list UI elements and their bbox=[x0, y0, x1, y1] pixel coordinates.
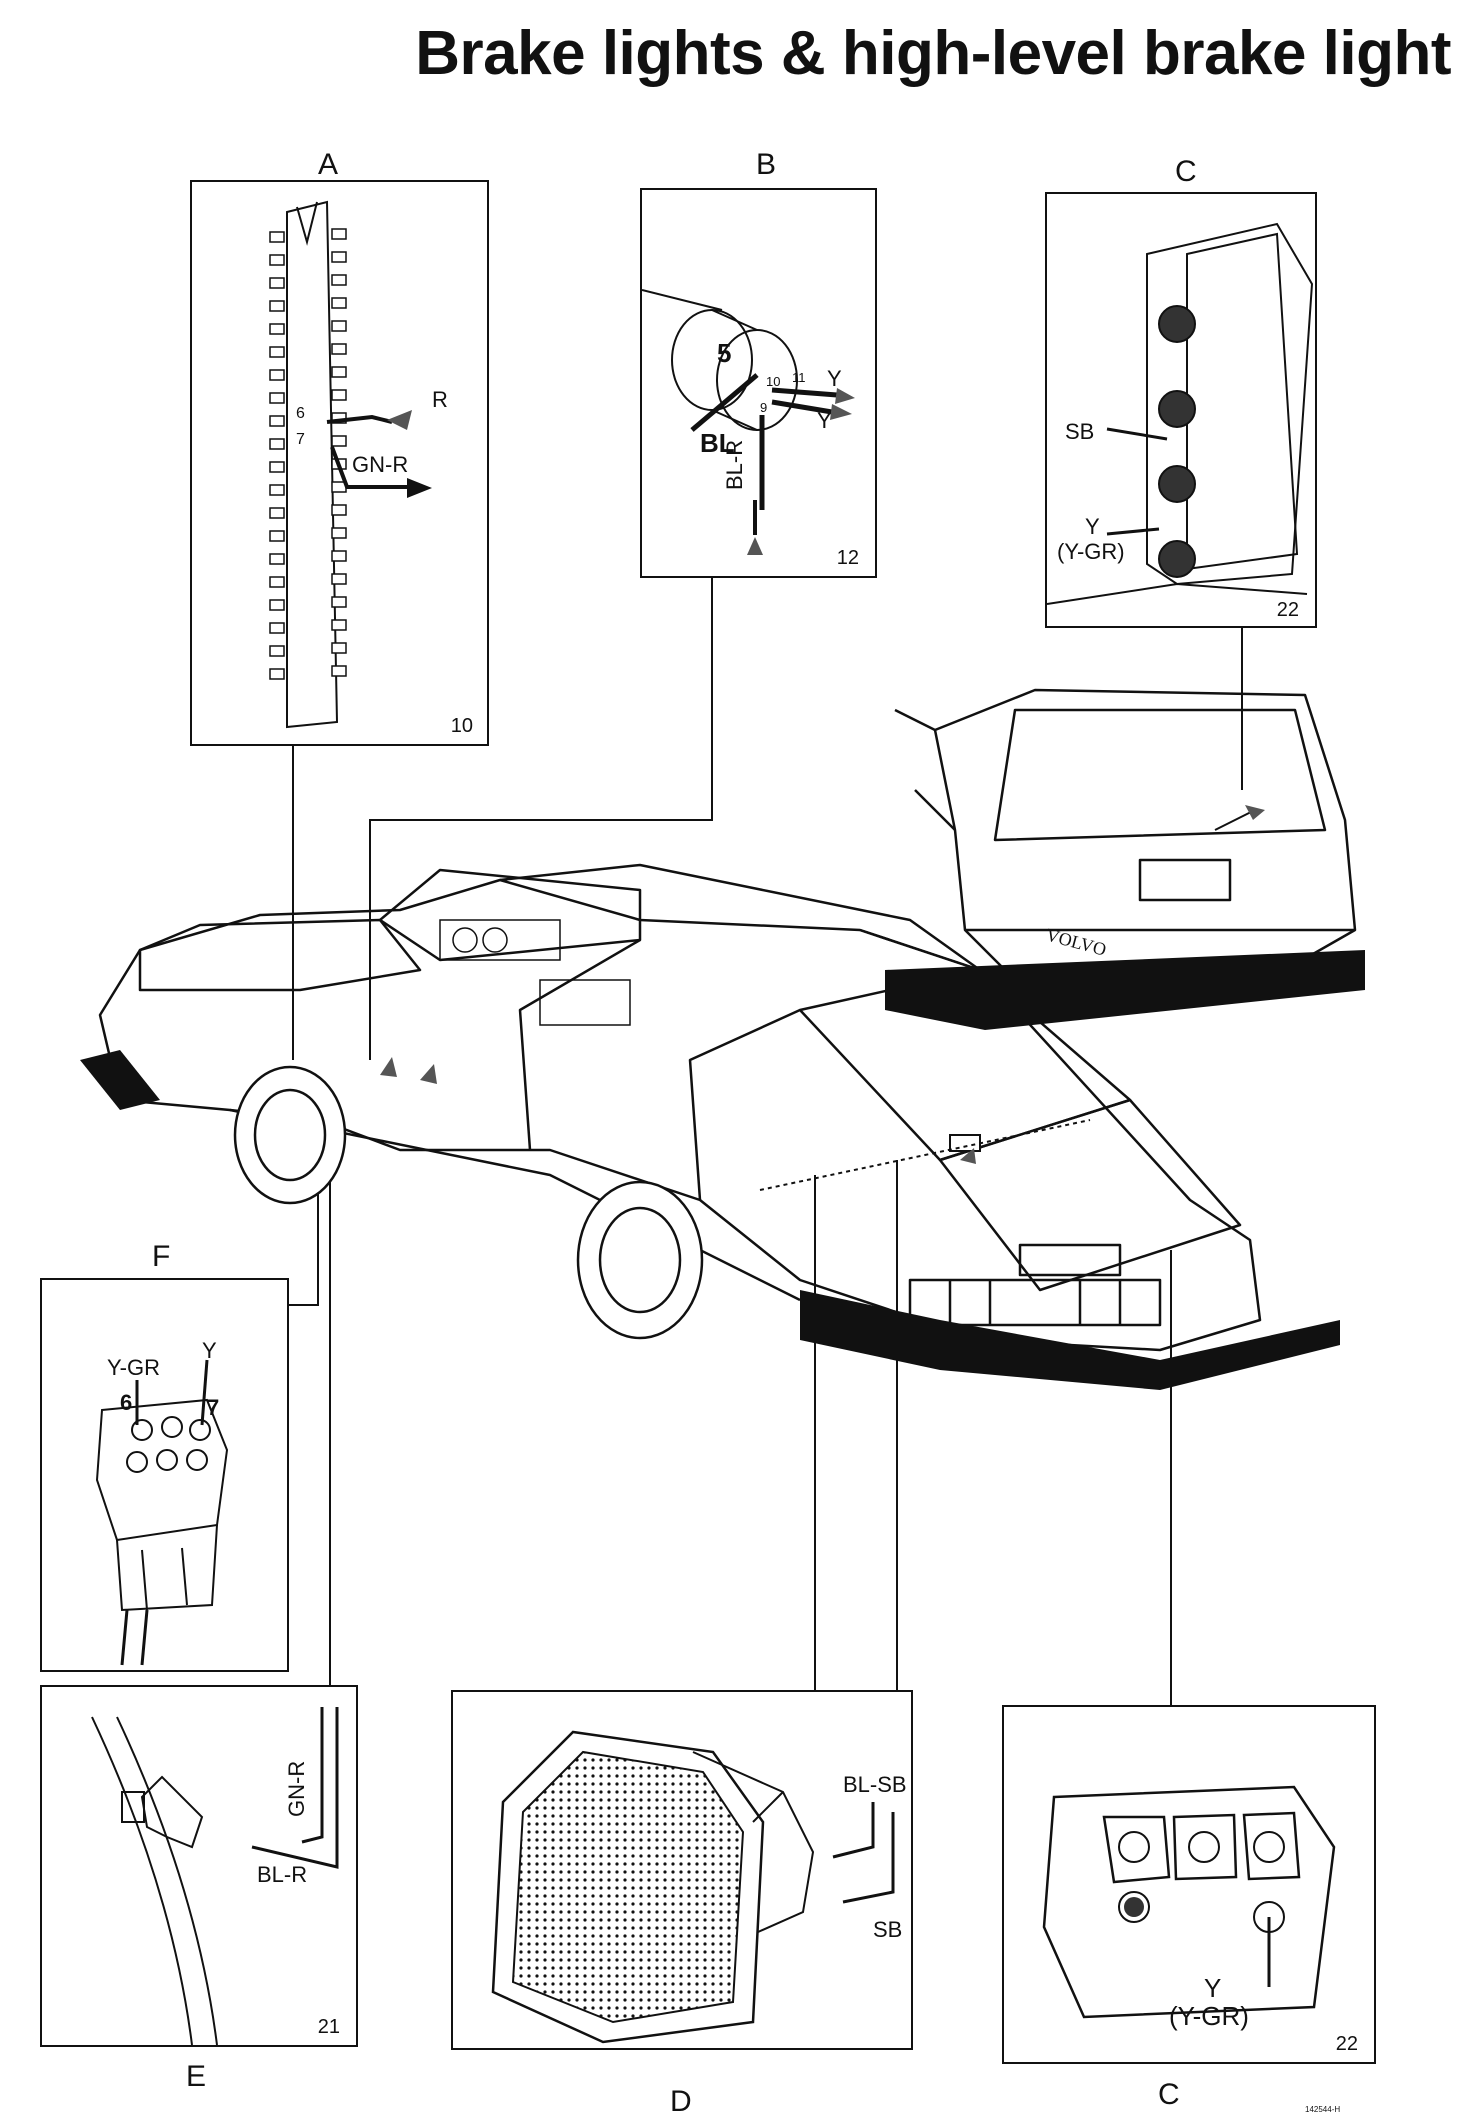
wire-bl-label: BL bbox=[700, 428, 735, 458]
fuse-terminal bbox=[331, 228, 347, 240]
fuse-terminal bbox=[269, 461, 285, 473]
fuse-terminal bbox=[269, 507, 285, 519]
panel-f-plug: Y-GR Y 6 7 bbox=[40, 1278, 289, 1672]
fuse-terminal bbox=[331, 504, 347, 516]
fuse-terminal bbox=[269, 530, 285, 542]
fuse-terminal bbox=[269, 300, 285, 312]
fuse-terminal bbox=[269, 254, 285, 266]
fuse-terminal bbox=[269, 231, 285, 243]
panel-c-top-number: 22 bbox=[1276, 599, 1299, 621]
fuse-terminal bbox=[269, 369, 285, 381]
panel-d-label: D bbox=[670, 2085, 692, 2118]
multi-pin-plug-diagram: Y-GR Y 6 7 bbox=[95, 1338, 229, 1666]
wire-r-label: R bbox=[432, 387, 448, 412]
bulb-holder-diagram: Y (Y-GR) bbox=[1042, 1785, 1336, 2031]
fuse-terminal bbox=[331, 642, 347, 654]
wire-gn-r-label: GN-R bbox=[352, 452, 408, 477]
pin-6-label: 6 bbox=[296, 405, 305, 422]
fuse-terminal bbox=[269, 415, 285, 427]
fuse-terminal bbox=[269, 576, 285, 588]
panel-e-number: 21 bbox=[317, 2016, 340, 2038]
wire-y-gr-label: Y-GR bbox=[107, 1355, 160, 1380]
high-level-light-diagram: BL-SB SB bbox=[491, 1730, 907, 2044]
wire-gn-r-label: GN-R bbox=[284, 1761, 309, 1817]
fuse-strip-diagram: 6 7 R GN-R bbox=[269, 200, 448, 729]
panel-b-label: B bbox=[756, 148, 777, 181]
panel-b-connector: 5 10 11 9 Y Y BL BL-R 12 bbox=[640, 188, 877, 578]
pin-5-label: 5 bbox=[717, 338, 731, 368]
panel-b-number: 12 bbox=[836, 547, 859, 569]
fuse-terminal bbox=[269, 323, 285, 335]
fuse-terminal bbox=[269, 553, 285, 565]
fuse-terminal bbox=[331, 366, 347, 378]
fuse-terminal bbox=[331, 251, 347, 263]
pin-11-label: 11 bbox=[792, 370, 806, 385]
fuse-terminal bbox=[269, 484, 285, 496]
fuse-terminal bbox=[331, 343, 347, 355]
fuse-terminal bbox=[269, 645, 285, 657]
fuse-terminal bbox=[331, 274, 347, 286]
wire-y-label: Y bbox=[1204, 1973, 1221, 2003]
panel-a-number: 10 bbox=[450, 715, 473, 737]
wire-y-1-label: Y bbox=[827, 366, 842, 391]
fuse-terminal bbox=[331, 389, 347, 401]
panel-d-high-level-light: BL-SB SB bbox=[451, 1690, 913, 2050]
car-illustration bbox=[80, 863, 1340, 1390]
estate-rear-illustration: VOLVO bbox=[885, 688, 1365, 1030]
fuse-terminal bbox=[269, 668, 285, 680]
panel-e-label: E bbox=[186, 2060, 207, 2093]
fuse-terminal bbox=[331, 320, 347, 332]
wire-sb-label: SB bbox=[1065, 419, 1094, 444]
fuse-terminal bbox=[331, 550, 347, 562]
fuse-terminal bbox=[269, 599, 285, 611]
fuse-terminal bbox=[269, 346, 285, 358]
wire-bl-sb-label: BL-SB bbox=[843, 1772, 907, 1797]
pin-6-label: 6 bbox=[120, 1390, 132, 1415]
wire-y-2-label: Y bbox=[817, 408, 832, 433]
wire-y-label: Y bbox=[202, 1338, 217, 1363]
fuse-terminal bbox=[331, 573, 347, 585]
wire-sb-label: SB bbox=[873, 1917, 902, 1942]
fuse-terminal bbox=[331, 297, 347, 309]
fuse-terminal bbox=[331, 665, 347, 677]
wire-y-gr-label: (Y-GR) bbox=[1169, 2001, 1249, 2031]
fuse-terminal bbox=[331, 435, 347, 447]
fuse-terminal bbox=[331, 596, 347, 608]
fuse-terminal bbox=[269, 622, 285, 634]
wire-y-gr-label: (Y-GR) bbox=[1057, 539, 1125, 564]
fuse-terminal bbox=[331, 619, 347, 631]
fuse-terminal bbox=[269, 438, 285, 450]
wire-bl-r-label: BL-R bbox=[722, 440, 747, 490]
round-connector-diagram: 5 10 11 9 Y Y BL BL-R bbox=[641, 289, 855, 555]
page-title: Brake lights & high-level brake light bbox=[415, 19, 1451, 88]
panel-e-switch: GN-R BL-R 21 bbox=[40, 1685, 358, 2047]
wire-y-label: Y bbox=[1085, 514, 1100, 539]
tail-light-diagram: SB Y (Y-GR) bbox=[1046, 222, 1314, 605]
pin-7-label: 7 bbox=[207, 1395, 219, 1420]
reference-code: 142544-H bbox=[1305, 2105, 1341, 2114]
pin-10-label: 10 bbox=[766, 374, 780, 389]
wire-bl-r-label: BL-R bbox=[257, 1862, 307, 1887]
pin-7-label: 7 bbox=[296, 431, 305, 448]
panel-c-bottom-number: 22 bbox=[1335, 2033, 1358, 2055]
panel-c-top-taillight: SB Y (Y-GR) 22 bbox=[1045, 192, 1317, 628]
panel-f-label: F bbox=[152, 1240, 171, 1273]
panel-c-bottom-label: C bbox=[1158, 2078, 1180, 2111]
fuse-terminal bbox=[331, 527, 347, 539]
pin-9-label: 9 bbox=[760, 400, 767, 415]
fuse-terminal bbox=[269, 277, 285, 289]
panel-c-top-label: C bbox=[1175, 155, 1197, 188]
fuse-terminal bbox=[269, 392, 285, 404]
brake-light-switch-diagram: GN-R BL-R bbox=[91, 1707, 339, 2046]
panel-c-bottom-bulb-holder: Y (Y-GR) 22 bbox=[1002, 1705, 1376, 2064]
panel-a-label: A bbox=[318, 148, 339, 181]
panel-a-fuse-box: 6 7 R GN-R 10 bbox=[190, 180, 489, 746]
